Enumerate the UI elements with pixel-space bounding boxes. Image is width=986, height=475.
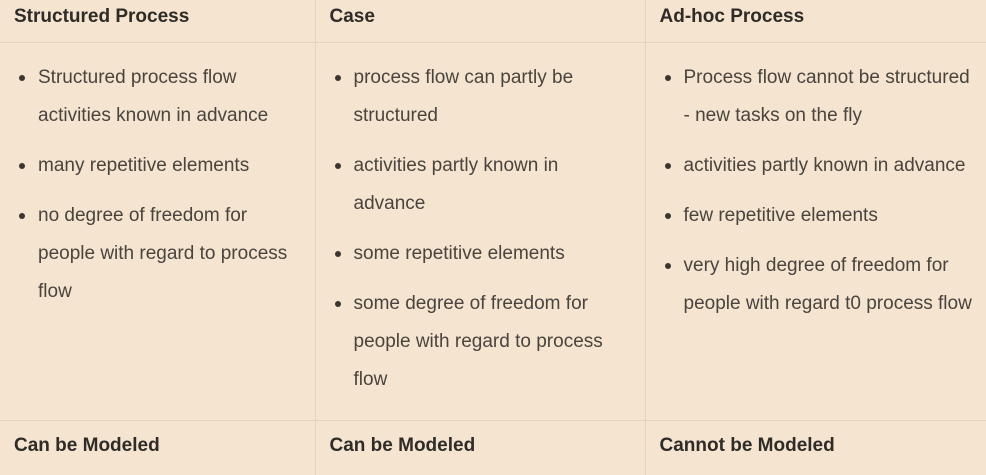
bullet-icon — [19, 162, 25, 169]
structured-characteristics-cell: Structured process flow activities known… — [0, 42, 316, 421]
bullet-icon — [334, 162, 341, 169]
bullet-icon — [19, 212, 25, 219]
case-characteristics-cell: process flow can partly be structured ac… — [315, 42, 646, 421]
column-header-adhoc: Ad-hoc Process — [645, 0, 986, 43]
structured-modeling-cell: Can be Modeled — [0, 420, 316, 475]
list-item-text: process flow can partly be structured — [353, 66, 574, 126]
structured-characteristics-list: Structured process flow activities known… — [14, 59, 301, 311]
header-row: Structured Process Case Ad-hoc Process — [0, 0, 986, 43]
list-item-text: Process flow cannot be structured - new … — [683, 66, 970, 126]
bullet-icon — [334, 250, 341, 257]
list-item-text: activities partly known in advance — [683, 154, 966, 176]
adhoc-modeling-cell: Cannot be Modeled — [659, 434, 835, 456]
list-item: Process flow cannot be structured - new … — [664, 59, 973, 135]
list-item-text: very high degree of freedom for people w… — [683, 254, 972, 314]
list-item: some degree of freedom for people with r… — [334, 285, 631, 399]
column-header-case: Case — [315, 0, 646, 43]
list-item: some repetitive elements — [334, 235, 631, 273]
bullet-icon — [334, 300, 341, 307]
column-header-structured: Structured Process — [0, 0, 316, 43]
list-item-text: few repetitive elements — [683, 204, 878, 226]
bullet-icon — [664, 162, 671, 169]
modeling-row: Can be Modeled Can be Modeled Cannot be … — [0, 420, 986, 475]
list-item-text: some repetitive elements — [353, 242, 565, 264]
adhoc-characteristics-cell: Process flow cannot be structured - new … — [645, 42, 986, 421]
bullet-icon — [664, 212, 671, 219]
list-item: very high degree of freedom for people w… — [664, 247, 973, 323]
list-item-text: many repetitive elements — [38, 154, 250, 176]
list-item: few repetitive elements — [664, 197, 973, 235]
list-item: many repetitive elements — [19, 147, 301, 185]
case-modeling-cell: Can be Modeled — [315, 420, 646, 475]
adhoc-characteristics-list: Process flow cannot be structured - new … — [660, 59, 973, 323]
bullet-icon — [334, 74, 341, 81]
list-item: no degree of freedom for people with reg… — [19, 197, 301, 311]
list-item-text: some degree of freedom for people with r… — [353, 292, 603, 390]
bullet-icon — [664, 74, 671, 81]
bullet-icon — [19, 74, 25, 81]
list-item: Structured process flow activities known… — [19, 59, 301, 135]
list-item: activities partly known in advance — [664, 147, 973, 185]
list-item: activities partly known in advance — [334, 147, 631, 223]
characteristics-row: Structured process flow activities known… — [0, 42, 986, 421]
list-item-text: activities partly known in advance — [353, 154, 559, 214]
case-characteristics-list: process flow can partly be structured ac… — [330, 59, 631, 399]
list-item-text: no degree of freedom for people with reg… — [38, 204, 288, 302]
list-item: process flow can partly be structured — [334, 59, 631, 135]
list-item-text: Structured process flow activities known… — [38, 66, 269, 126]
bullet-icon — [664, 262, 671, 269]
